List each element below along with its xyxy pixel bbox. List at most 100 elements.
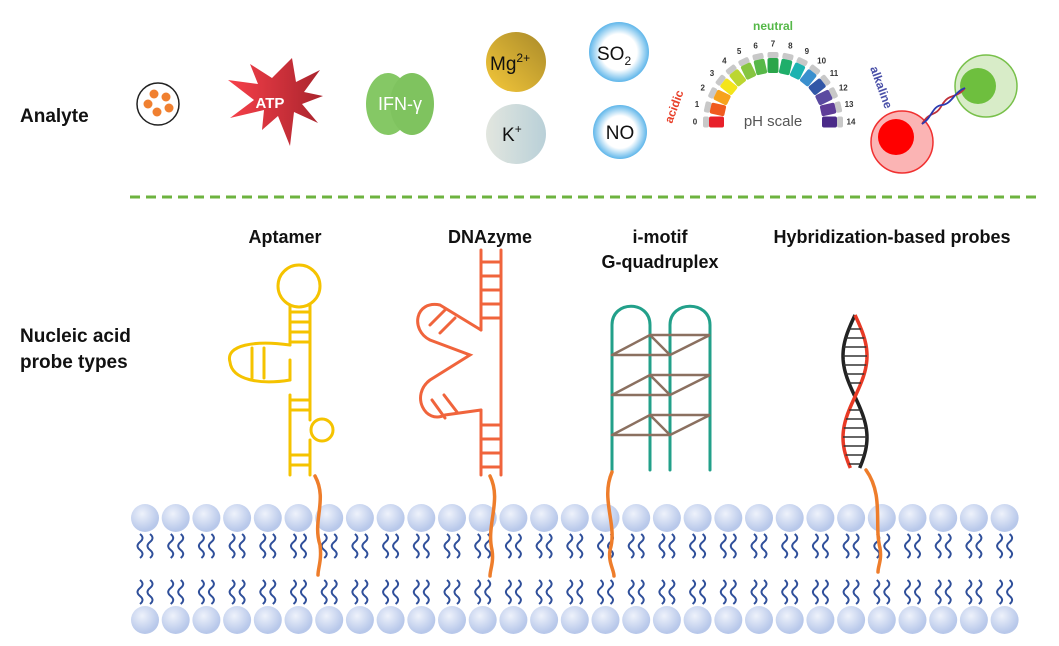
lipid-head [591, 504, 620, 532]
ph-value: 8 [788, 41, 793, 50]
lipid-head [530, 606, 559, 634]
base-pair [430, 398, 447, 420]
lipid-tail [136, 579, 144, 605]
lipid-tail [637, 533, 645, 559]
aptamer-title: Aptamer [248, 227, 321, 247]
g-quartet [610, 373, 711, 397]
mg-ion-icon: Mg2+ [486, 32, 546, 92]
mg-charge: 2+ [516, 51, 530, 65]
lipid-tail [883, 579, 891, 605]
lipid-tail [474, 533, 482, 559]
lipid-tail [167, 533, 175, 559]
lipid-tail [975, 533, 983, 559]
lipid-head [683, 504, 712, 532]
ph-segment [752, 52, 768, 76]
lipid-tail [719, 579, 727, 605]
ph-segment [715, 74, 738, 95]
lipid-tail [514, 533, 522, 559]
double-helix-probe [841, 314, 869, 469]
ph-value: 3 [710, 69, 715, 78]
ph-scale-title: pH scale [744, 113, 802, 130]
lipid-tail [975, 579, 983, 605]
lipid-tail [412, 579, 420, 605]
lipid-tail [873, 579, 881, 605]
lipid-tail [474, 579, 482, 605]
no-bubble-icon: NO [593, 105, 647, 159]
i-motif-structure [610, 304, 712, 472]
lipid-tail [146, 533, 154, 559]
ph-value: 14 [847, 118, 856, 127]
lipid-tail [811, 533, 819, 559]
lipid-tail [453, 579, 461, 605]
mg-label: Mg [490, 54, 516, 75]
base-pair [442, 393, 459, 414]
svg-text:SO2: SO2 [597, 44, 631, 68]
k-label: K [502, 125, 515, 146]
lipid-tail [566, 533, 574, 559]
ph-acidic-label: acidic [662, 88, 687, 125]
lipid-head [376, 606, 405, 634]
lipid-tail [996, 579, 1004, 605]
lipid-tail [177, 533, 185, 559]
ph-segment [738, 57, 757, 80]
ph-segment [708, 87, 731, 106]
ph-value: 12 [839, 84, 848, 93]
lipid-tail [944, 533, 952, 559]
lipid-tail [514, 579, 522, 605]
probe-types-label-line1: Nucleic acid [20, 326, 131, 347]
ph-segment [808, 74, 831, 95]
lipid-tail [699, 533, 707, 559]
lipid-head [192, 504, 221, 532]
lipid-head [284, 606, 313, 634]
ph-segment [725, 64, 746, 87]
analyte-label: Analyte [20, 106, 89, 127]
lipid-head [438, 504, 466, 532]
lipid-tail [689, 533, 697, 559]
lipid-head [438, 606, 466, 634]
lipid-tail [597, 579, 604, 605]
lipid-tail [607, 579, 614, 605]
lipid-tail [320, 533, 328, 559]
lipid-head [253, 504, 282, 532]
lipid-tail [197, 579, 205, 605]
base-pair [438, 316, 457, 335]
ph-value: 11 [830, 69, 839, 78]
lipid-head [315, 606, 344, 634]
ph-scale-icon: pH scale neutral acidic alkaline 0123456… [662, 19, 896, 130]
particle-icon [136, 82, 180, 126]
lipid-tail [422, 579, 430, 605]
lipid-tail [576, 533, 584, 559]
lipid-tail [883, 533, 891, 559]
lipid-tail [207, 579, 215, 605]
lipid-tail [453, 533, 461, 559]
dnazyme-title: DNAzyme [448, 227, 532, 247]
lipid-head [407, 504, 436, 532]
helix-strand [841, 314, 869, 469]
lipid-head [990, 504, 1019, 532]
lipid-head [929, 504, 958, 532]
lipid-tail [167, 579, 175, 605]
lipid-head [560, 606, 589, 634]
lipid-head [345, 606, 374, 634]
lipid-head [837, 606, 866, 634]
lipid-tail [729, 533, 737, 559]
lipid-head [284, 504, 313, 532]
lipid-tail [443, 533, 451, 559]
lipid-head [192, 606, 221, 634]
k-charge: + [515, 122, 522, 136]
lipid-tail [781, 579, 789, 605]
lipid-head [898, 606, 927, 634]
lipid-tail [382, 579, 390, 605]
lipid-tail [627, 533, 635, 559]
ph-value: 4 [722, 57, 727, 66]
lipid-head [223, 606, 252, 634]
ph-segment [703, 116, 724, 128]
lipid-head [959, 606, 988, 634]
svg-text:Mg2+: Mg2+ [490, 51, 530, 75]
lipid-head [775, 606, 804, 634]
no-label: NO [606, 123, 635, 144]
ph-segment [822, 116, 843, 128]
base-pair [428, 308, 447, 327]
lipid-head [745, 606, 773, 634]
lipid-tail [422, 533, 430, 559]
